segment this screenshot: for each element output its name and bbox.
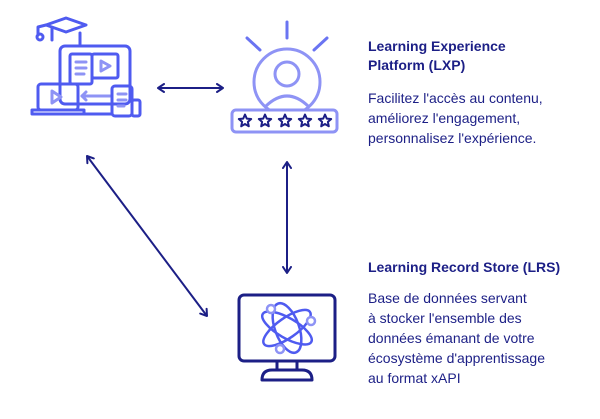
lxp-desc-line: Facilitez l'accès au contenu, xyxy=(368,90,543,106)
lxp-desc-line: améliorez l'engagement, xyxy=(368,110,521,126)
lrs-desc-line: au format xAPI xyxy=(368,370,461,386)
star-icon xyxy=(317,113,333,128)
lxp-title-line1: Learning Experience xyxy=(368,38,506,54)
lrs-description: Base de données servant à stocker l'ense… xyxy=(368,288,545,388)
star-icon xyxy=(257,113,273,128)
lxp-desc-line: personnalisez l'expérience. xyxy=(368,130,537,146)
user-rating-icon xyxy=(230,20,339,134)
lxp-description: Facilitez l'accès au contenu, améliorez … xyxy=(368,88,543,148)
lrs-desc-line: Base de données servant xyxy=(368,290,527,306)
star-icon xyxy=(277,113,293,128)
arrow-elearning-lrs xyxy=(86,155,208,317)
monitor-atom-icon xyxy=(237,293,337,382)
rating-stars xyxy=(237,113,333,128)
lrs-title: Learning Record Store (LRS) xyxy=(368,259,561,275)
lrs-desc-line: écosystème d'apprentissage xyxy=(368,350,545,366)
star-icon xyxy=(297,113,313,128)
lrs-desc-line: à stocker l'ensemble des xyxy=(368,310,522,326)
lrs-desc-line: données émanant de votre xyxy=(368,330,535,346)
lxp-title: Learning Experience Platform (LXP) xyxy=(368,37,506,75)
elearning-devices-icon xyxy=(30,16,142,118)
lxp-title-line2: Platform (LXP) xyxy=(368,57,466,73)
star-icon xyxy=(237,113,253,128)
